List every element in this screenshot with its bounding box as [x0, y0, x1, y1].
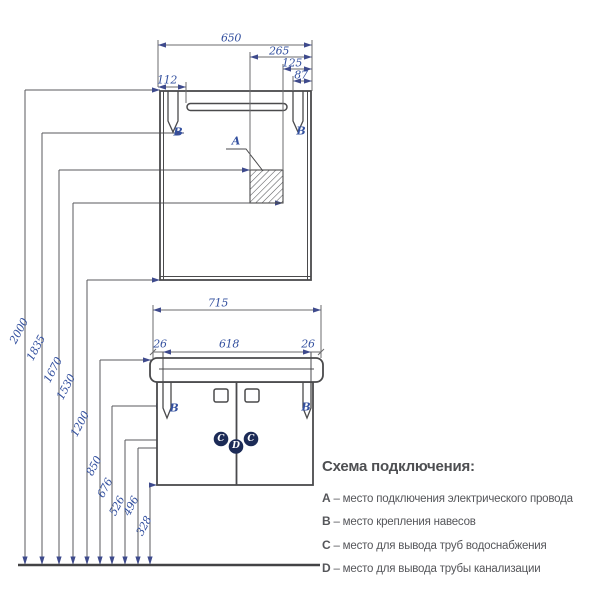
electric-zone-hatch — [249, 169, 284, 204]
mirror-dimension-arrows — [158, 42, 312, 90]
mounting-rail — [186, 102, 288, 112]
dim-vanity-26-left: 26 — [153, 337, 167, 351]
connection-markers — [213, 431, 259, 454]
drain-marker-letter: D — [232, 441, 240, 451]
height-dimension-arrows — [22, 87, 283, 565]
vanity-body — [156, 381, 314, 486]
washbasin-top — [149, 357, 324, 383]
legend-item-d: D – место для вывода трубы канализации — [322, 559, 594, 578]
legend-separator: – — [333, 539, 340, 552]
legend-text-a: место подключения электрического провода — [342, 493, 573, 505]
water-marker-left — [213, 431, 229, 447]
vanity-hook-label-right: B — [301, 400, 311, 414]
legend-key-c: C — [322, 537, 331, 552]
vanity-dimension-lines — [149, 305, 325, 358]
legend-item-b: B – место крепления навесов — [322, 512, 594, 531]
dim-vanity-26-right: 26 — [301, 337, 315, 351]
dim-mirror-87: 87 — [294, 68, 308, 82]
mirror-hook-label-left: B — [173, 125, 183, 139]
electric-leader-line — [226, 148, 264, 172]
legend-key-b: B — [322, 514, 331, 529]
water-marker-letter-right: C — [247, 434, 255, 444]
mirror-dimension-lines — [157, 40, 313, 170]
dim-mirror-125: 125 — [281, 56, 303, 70]
door-handle-right — [244, 388, 260, 403]
vanity-hook-label-left: B — [169, 401, 179, 415]
legend-separator: – — [333, 493, 340, 505]
legend-separator: – — [333, 563, 340, 576]
dim-mirror-112: 112 — [156, 73, 178, 87]
dim-vanity-width: 715 — [207, 296, 229, 310]
door-handle-left — [213, 388, 229, 403]
mirror-hook-right — [292, 91, 304, 134]
legend-title: Схема подключения: — [322, 458, 475, 475]
dim-mirror-265: 265 — [268, 44, 290, 58]
water-marker-right — [243, 431, 259, 447]
legend-key-d: D — [322, 561, 331, 576]
dim-mirror-width: 650 — [220, 31, 242, 45]
legend-text-b: место крепления навесов — [342, 516, 476, 529]
mirror-hook-left — [167, 91, 179, 134]
legend-item-a: A – место подключения электрического про… — [322, 489, 594, 508]
water-marker-letter-left: C — [217, 434, 225, 444]
vanity-hook-right — [302, 382, 312, 420]
vanity-hook-left — [162, 382, 172, 420]
legend-separator: – — [333, 516, 340, 529]
height-dimension-lines — [24, 89, 283, 565]
vanity-cabinet-outline — [149, 352, 324, 486]
legend-item-c: C – место для вывода труб водоснабжения — [322, 536, 594, 555]
legend-text-d: место для вывода трубы канализации — [342, 563, 541, 576]
mirror-hook-label-right: B — [296, 124, 306, 138]
connection-legend: Схема подключения: A – место подключения… — [322, 458, 594, 583]
legend-text-c: место для вывода труб водоснабжения — [342, 539, 547, 552]
mirror-cabinet-outline — [159, 90, 312, 281]
dim-vanity-618: 618 — [218, 337, 240, 351]
electric-zone-label: A — [231, 134, 241, 148]
drain-marker — [228, 439, 244, 454]
legend-key-a: A — [322, 491, 331, 505]
